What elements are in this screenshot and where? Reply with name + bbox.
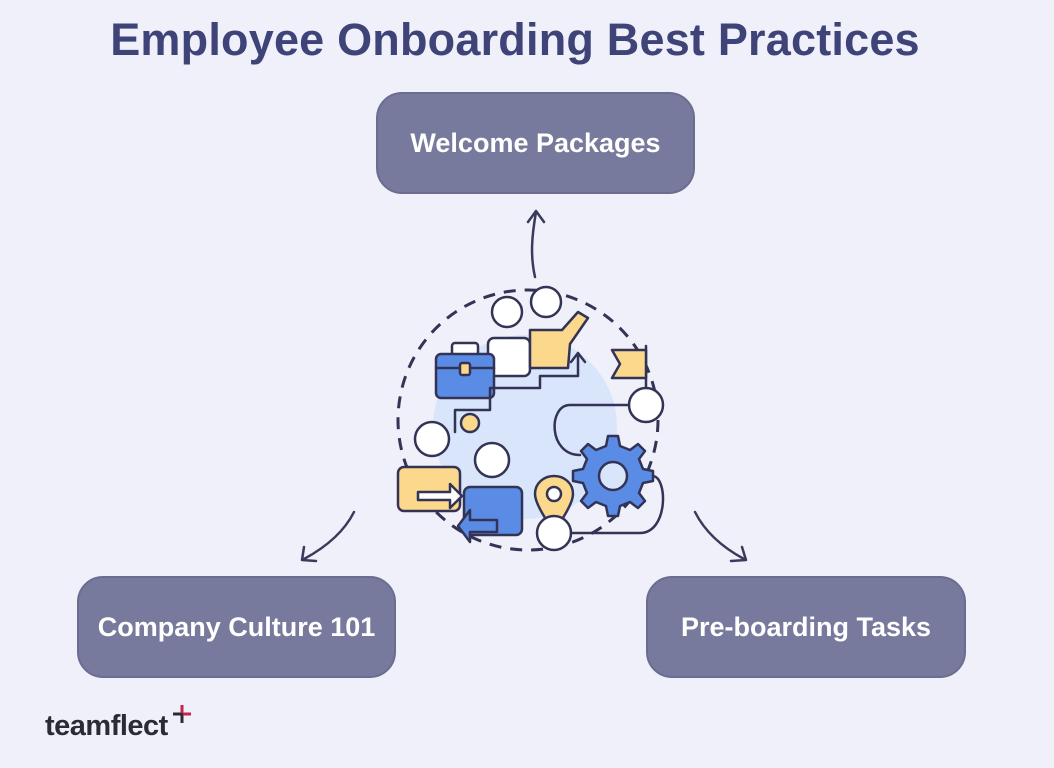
node-label: Welcome Packages: [410, 127, 661, 158]
plus-icon: [173, 705, 191, 723]
person-icon: [486, 295, 532, 378]
chat-bubble-icon: [396, 465, 464, 513]
briefcase-icon: [434, 341, 496, 400]
node-welcome-packages: Welcome Packages: [376, 92, 695, 194]
flag-icon: [610, 344, 665, 424]
road-line: [553, 403, 631, 457]
brand-logo: teamflect: [45, 710, 168, 742]
node-label: Pre-boarding Tasks: [680, 611, 932, 642]
gear-icon: [571, 434, 655, 518]
arrow-to-top: [526, 209, 546, 279]
node-pre-boarding-tasks: Pre-boarding Tasks: [646, 576, 966, 678]
growth-arrow-icon: [453, 351, 587, 434]
road-line: [569, 474, 665, 535]
dot-icon: [459, 412, 481, 434]
person-icon: [413, 420, 511, 479]
arrow-to-right: [693, 510, 748, 563]
arrow-to-left: [300, 510, 356, 563]
node-company-culture: Company Culture 101: [77, 576, 396, 678]
location-pin-icon: [533, 474, 575, 552]
page-title: Employee Onboarding Best Practices: [110, 14, 920, 65]
dashed-ring: [396, 288, 660, 552]
node-label: Company Culture 101: [97, 611, 376, 642]
person-waving-icon: [528, 285, 590, 370]
chat-bubble-icon: [456, 485, 524, 544]
